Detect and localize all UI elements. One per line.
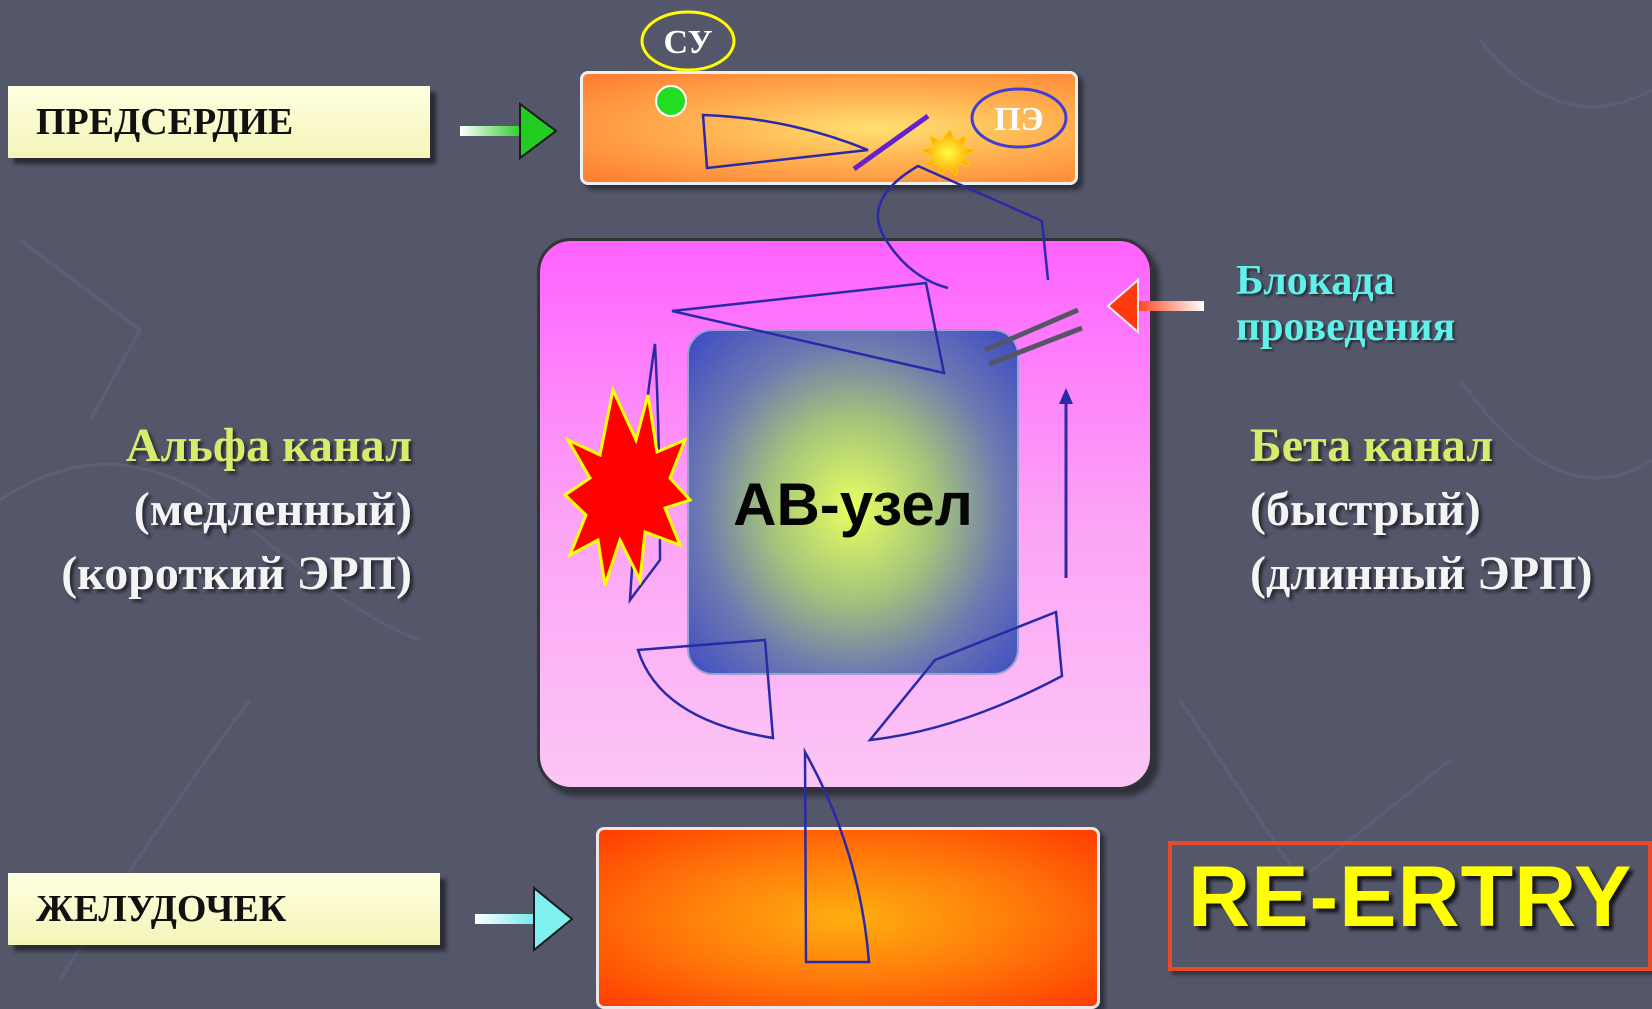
beta-channel-text: Бета канал (быстрый) (длинный ЭРП) [1250, 414, 1593, 606]
alpha-channel-erp: (короткий ЭРП) [61, 547, 412, 600]
atrium-label-text: ПРЕДСЕРДИЕ [36, 101, 294, 143]
conduction-pathway [628, 113, 1064, 964]
ventricle-input-arrow [475, 885, 574, 953]
ventricle-label-text: ЖЕЛУДОЧЕК [36, 888, 287, 930]
atrium-label: ПРЕДСЕРДИЕ [8, 86, 430, 158]
av-node-core [687, 329, 1019, 675]
conduction-block-line2: проведения [1236, 304, 1456, 350]
alpha-channel-speed: (медленный) [133, 483, 412, 536]
beta-channel-arrow [1059, 388, 1073, 578]
ectopic-focus-label: ПЭ [994, 101, 1044, 138]
sinus-node-dot [655, 85, 687, 117]
beta-channel-erp: (длинный ЭРП) [1250, 547, 1593, 600]
sinus-node-label: СУ [663, 24, 712, 61]
reentry-frame [1168, 841, 1652, 971]
atrial-block-line [852, 113, 930, 172]
av-node-label: АВ-узел [733, 471, 973, 538]
conduction-block-lines [984, 307, 1083, 367]
reentry-label: RE-ERTRY [1188, 849, 1633, 945]
conduction-block-line1: Блокада [1236, 258, 1395, 304]
beta-channel-title: Бета канал [1250, 419, 1494, 472]
conduction-block-label: Блокада проведения [1236, 258, 1455, 350]
atrium-input-arrow [460, 102, 558, 160]
ventricle-label: ЖЕЛУДОЧЕК [8, 873, 440, 945]
block-pointer-arrow [1106, 277, 1204, 335]
alpha-channel-title: Альфа канал [125, 419, 412, 472]
reentry-explosion-icon [562, 385, 693, 586]
ventricle-box [596, 827, 1100, 1009]
alpha-channel-text: Альфа канал (медленный) (короткий ЭРП) [61, 414, 412, 606]
ectopic-focus-marker: ПЭ [970, 87, 1068, 149]
ectopic-spark-icon [919, 129, 977, 178]
sinus-node-marker: СУ [640, 10, 736, 72]
beta-channel-speed: (быстрый) [1250, 483, 1481, 536]
